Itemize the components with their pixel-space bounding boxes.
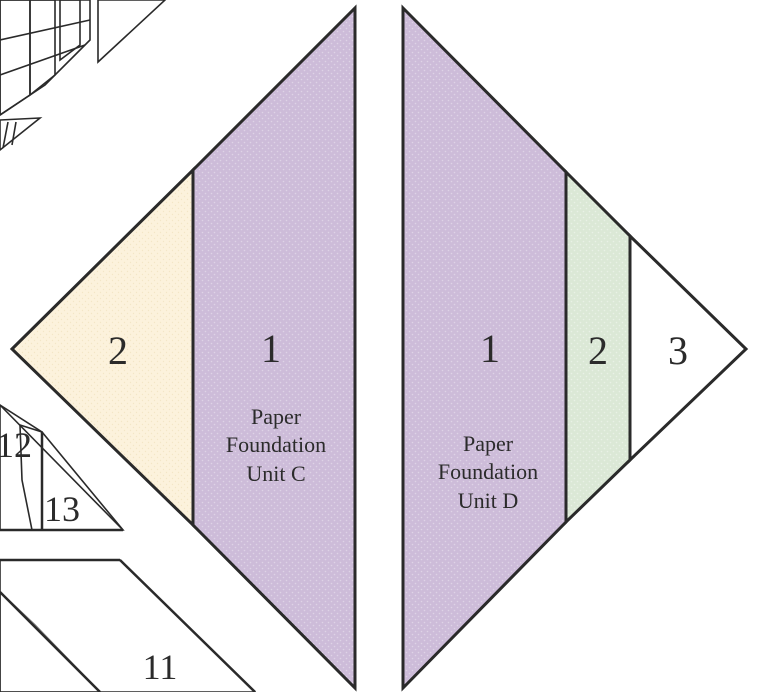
unit-d-piece-3-number: 3: [668, 328, 688, 373]
unit-d-piece-1-number: 1: [480, 326, 500, 371]
unit-c-piece-2: [9, 166, 195, 529]
unit-d-label-line2: Foundation: [438, 459, 538, 484]
partial-piece-11: 11: [0, 558, 257, 692]
unit-d-label-line1: Paper: [463, 431, 514, 456]
unit-c-piece-2-number: 2: [108, 328, 128, 373]
piece-12-number: 12: [0, 425, 32, 465]
piece-11-number: 11: [143, 647, 178, 687]
top-partial-lavender: [97, 0, 167, 64]
partial-piece-12-13: 12 13: [0, 404, 125, 532]
unit-d-piece-2-number: 2: [588, 328, 608, 373]
foundation-unit-c: 2 1 Paper Foundation Unit C: [9, 4, 357, 692]
top-left-partial-block: [0, 0, 91, 152]
piece-13-number: 13: [44, 489, 80, 529]
unit-c-piece-1-number: 1: [261, 326, 281, 371]
partial-pieces-left: 12 13 11: [0, 0, 257, 692]
unit-c-label-line3: Unit C: [246, 461, 305, 486]
unit-d-label-line3: Unit D: [458, 488, 519, 513]
unit-c-label-line2: Foundation: [226, 432, 326, 457]
unit-c-label-line1: Paper: [251, 404, 302, 429]
unit-d-piece-3: [628, 232, 749, 464]
foundation-unit-d: 1 2 3 Paper Foundation Unit D: [401, 4, 749, 692]
